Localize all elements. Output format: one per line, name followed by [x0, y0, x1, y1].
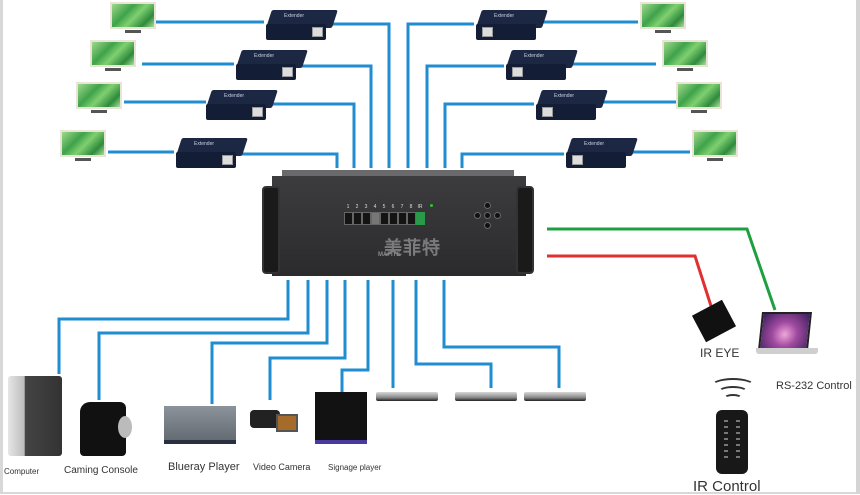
ir-remote-control-icon	[716, 410, 748, 474]
nav-enter-button[interactable]	[484, 212, 491, 219]
extender-right-4: Extender	[566, 138, 638, 168]
output-wire-left-2b	[300, 64, 373, 168]
ir-signal-wave-icon	[724, 394, 742, 402]
output-wire-right-4	[460, 152, 564, 168]
ir-signal-wave-icon	[718, 386, 748, 398]
channel-number: 5	[382, 204, 386, 210]
nav-left-button[interactable]	[474, 212, 481, 219]
channel-number: 8	[409, 204, 413, 210]
extender-left-3: Extender	[206, 90, 278, 120]
hdmi-matrix-switcher: 1 2 3 4 5 6 7 8 IR 美菲特 MAFITE	[262, 170, 534, 278]
channel-number: 7	[400, 204, 404, 210]
dvd-player-icon	[524, 392, 586, 401]
output-display-right-3	[676, 82, 722, 116]
extender-label: Extender	[284, 13, 305, 19]
chassis-lid	[282, 170, 514, 178]
output-display-left-4	[60, 130, 106, 164]
extender-right-3: Extender	[536, 90, 608, 120]
channel-number: 2	[355, 204, 359, 210]
rack-handle-right	[516, 186, 534, 274]
extender-label: Extender	[194, 141, 215, 147]
bluray-player-icon	[164, 406, 236, 444]
extender-label: Extender	[254, 53, 275, 59]
channel-display	[398, 212, 407, 225]
output-wire-left-1b	[330, 22, 391, 168]
output-wire-left-4b	[240, 152, 339, 168]
output-display-left-3	[76, 82, 122, 116]
ir-label: IR	[417, 204, 423, 210]
channel-display	[407, 212, 416, 225]
brand-watermark-en: MAFITE	[378, 252, 401, 258]
input-label-signage: Signage player	[328, 463, 382, 472]
dvd-player-icon	[376, 392, 438, 401]
input-wire-dvd-3	[442, 280, 561, 388]
output-wire-right-3	[443, 102, 534, 168]
extender-left-4: Extender	[176, 138, 248, 168]
extender-label: Extender	[584, 141, 605, 147]
channel-display	[362, 212, 371, 225]
pc-tower-icon	[8, 376, 62, 456]
input-wire-bluray	[210, 280, 329, 404]
channel-display	[371, 212, 380, 225]
game-disc-icon	[118, 416, 132, 438]
channel-number: 1	[346, 204, 350, 210]
extender-right-1: Extender	[476, 10, 548, 40]
extender-right-2: Extender	[506, 50, 578, 80]
ir-signal-wave-icon	[711, 378, 755, 394]
channel-number: 6	[391, 204, 395, 210]
rs232-control-label: RS-232 Control	[776, 380, 852, 392]
ir-wire	[547, 254, 713, 307]
nav-right-button[interactable]	[494, 212, 501, 219]
output-display-left-2	[90, 40, 136, 74]
extender-left-2: Extender	[236, 50, 308, 80]
channel-number: 4	[373, 204, 377, 210]
nav-down-button[interactable]	[484, 222, 491, 229]
ir-eye-label: IR EYE	[700, 346, 740, 360]
input-wire-camera	[268, 280, 347, 400]
output-wire-right-1	[406, 22, 474, 168]
rack-handle-left	[262, 186, 280, 274]
output-wire-right-2	[425, 64, 504, 168]
laptop-icon	[756, 312, 818, 356]
input-label-computer: Computer	[4, 467, 40, 476]
extender-left-1: Extender	[266, 10, 338, 40]
channel-number: 3	[364, 204, 368, 210]
input-label-camera: Video Camera	[253, 462, 311, 472]
brand-watermark-cn: 美菲特	[384, 238, 441, 258]
extender-label: Extender	[554, 93, 575, 99]
input-wire-computer	[57, 280, 290, 374]
extender-label: Extender	[494, 13, 515, 19]
input-wire-console	[97, 280, 310, 400]
channel-display	[380, 212, 389, 225]
output-display-right-4	[692, 130, 738, 164]
output-wire-left-3b	[270, 102, 356, 168]
extender-label: Extender	[524, 53, 545, 59]
channel-display	[353, 212, 362, 225]
chassis-front-panel: 1 2 3 4 5 6 7 8 IR 美菲特 MAFITE	[272, 176, 526, 276]
nav-up-button[interactable]	[484, 202, 491, 209]
extender-label: Extender	[224, 93, 245, 99]
dvd-player-icon	[455, 392, 517, 401]
channel-display	[344, 212, 353, 225]
output-display-left-1	[110, 2, 156, 36]
ir-receiver-window	[416, 212, 425, 225]
input-wire-dvd-2	[414, 280, 493, 388]
input-label-bluray: Blueray Player	[168, 461, 240, 473]
camcorder-icon	[250, 404, 298, 436]
input-label-console: Caming Console	[64, 465, 138, 476]
input-wire-signage	[340, 280, 370, 392]
channel-display	[389, 212, 398, 225]
output-display-right-1	[640, 2, 686, 36]
ir-control-label: IR Control	[693, 478, 761, 495]
signage-player-icon	[315, 392, 367, 444]
rs232-wire	[547, 227, 777, 311]
power-led	[430, 204, 433, 207]
output-display-right-2	[662, 40, 708, 74]
